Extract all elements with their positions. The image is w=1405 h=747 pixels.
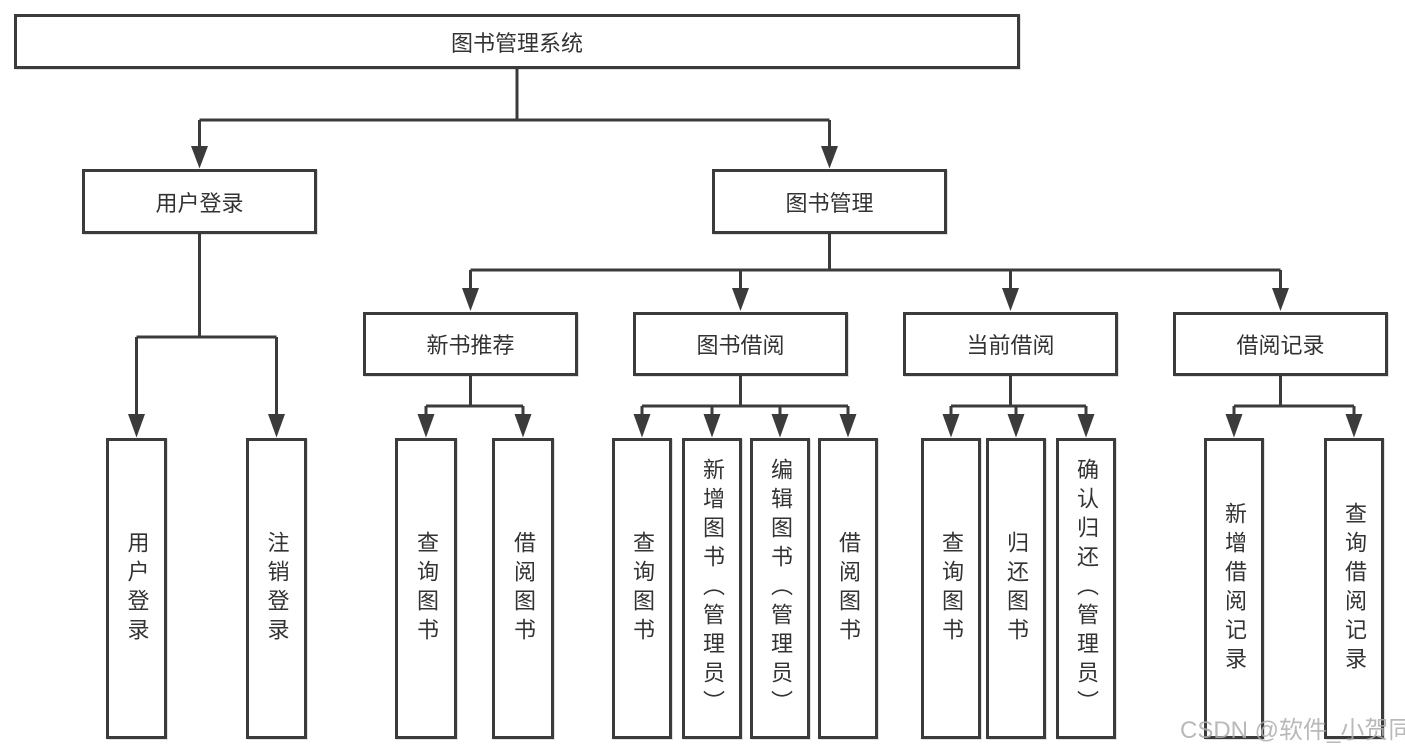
new-book-recommend-connector	[426, 376, 523, 408]
leaf-query-books-borrowing: 查询图书	[612, 438, 672, 739]
node-book-borrowing: 图书借阅	[633, 312, 848, 376]
arrowhead	[732, 288, 749, 311]
book-borrowing-connector	[642, 376, 848, 408]
node-label: 用户登录	[155, 190, 244, 216]
node-label: 确认归还（管理员）	[1074, 458, 1099, 719]
node-current-borrowing: 当前借阅	[903, 312, 1118, 376]
node-label: 借阅记录	[1236, 333, 1325, 358]
borrowing-records-connector	[1234, 376, 1354, 408]
book-management-connector	[470, 234, 1281, 272]
node-label: 新书推荐	[426, 333, 515, 358]
node-label: 当前借阅	[966, 333, 1055, 358]
leaf-query-books-current: 查询图书	[921, 438, 981, 739]
node-label: 编辑图书（管理员）	[768, 458, 793, 719]
node-library-management-system: 图书管理系统	[14, 14, 1020, 69]
arrowhead	[1077, 414, 1095, 438]
node-label: 查询图书	[414, 530, 439, 647]
leaf-add-books-admin: 新增图书（管理员）	[682, 438, 742, 739]
user-login-connector	[136, 234, 277, 339]
node-label: 查询图书	[939, 530, 964, 647]
arrowhead	[417, 414, 435, 438]
arrowhead	[514, 414, 532, 438]
arrowhead	[1007, 414, 1025, 438]
leaf-edit-books-admin: 编辑图书（管理员）	[750, 438, 810, 739]
node-label: 图书借阅	[696, 333, 785, 358]
node-label: 注销登录	[264, 530, 290, 647]
leaf-query-books-recommend: 查询图书	[395, 438, 457, 739]
node-label: 新增图书（管理员）	[700, 458, 725, 719]
node-new-book-recommend: 新书推荐	[363, 312, 578, 376]
arrowhead	[128, 414, 145, 438]
leaf-add-borrow-record: 新增借阅记录	[1204, 438, 1264, 739]
arrowhead	[771, 414, 789, 438]
node-book-management: 图书管理	[712, 169, 947, 234]
node-label: 借阅图书	[836, 530, 861, 647]
node-label: 图书管理	[785, 190, 874, 216]
leaf-return-books: 归还图书	[986, 438, 1046, 739]
arrowhead	[191, 146, 208, 169]
leaf-borrow-books: 借阅图书	[818, 438, 878, 739]
arrowhead	[1002, 288, 1019, 311]
node-label: 用户登录	[124, 530, 150, 647]
arrowhead	[821, 146, 838, 169]
leaf-logout: 注销登录	[246, 438, 307, 739]
arrowhead	[1225, 414, 1243, 438]
node-user-login: 用户登录	[82, 169, 317, 234]
arrowhead	[839, 414, 857, 438]
leaf-query-borrow-record: 查询借阅记录	[1324, 438, 1384, 739]
arrowhead	[633, 414, 651, 438]
arrowhead	[1272, 288, 1289, 311]
csdn-watermark: CSDN @软件_小贺同学	[1180, 717, 1405, 744]
node-label: 新增借阅记录	[1222, 501, 1247, 676]
node-label: 查询图书	[630, 530, 655, 647]
arrowhead	[1345, 414, 1363, 438]
node-label: 借阅图书	[511, 530, 536, 647]
arrowhead	[942, 414, 960, 438]
arrowhead	[703, 414, 721, 438]
node-label: 查询借阅记录	[1342, 501, 1367, 676]
node-borrowing-records: 借阅记录	[1173, 312, 1388, 376]
node-label: 图书管理系统	[450, 30, 583, 56]
arrowhead	[462, 288, 479, 311]
current-borrowing-connector	[951, 376, 1086, 408]
node-label: 归还图书	[1004, 530, 1029, 647]
leaf-borrow-books-recommend: 借阅图书	[492, 438, 554, 739]
leaf-user-login: 用户登录	[106, 438, 167, 739]
root-connector	[199, 69, 830, 122]
arrowhead	[268, 414, 285, 438]
leaf-confirm-return-admin: 确认归还（管理员）	[1056, 438, 1116, 739]
